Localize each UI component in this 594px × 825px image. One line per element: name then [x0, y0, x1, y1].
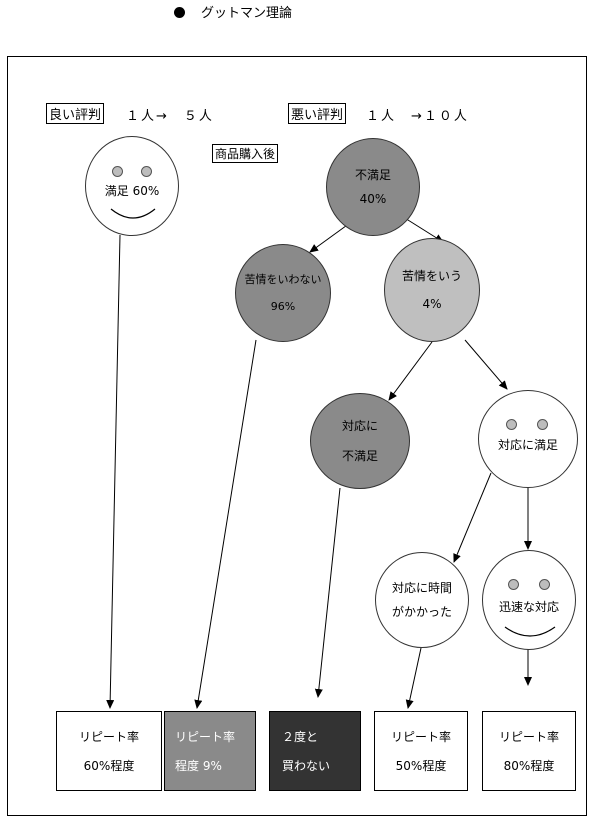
eye-icon [141, 166, 152, 177]
quick-response-title: 迅速な対応 [498, 600, 559, 614]
eye-icon [539, 579, 550, 590]
eye-icon [537, 419, 548, 430]
response-dissatisfied-line2: 不満足 [341, 449, 378, 463]
result-line2: 50%程度 [395, 759, 447, 773]
smile-icon [504, 626, 556, 637]
after-purchase-label: 商品購入後 [212, 144, 279, 163]
satisfied-label: 満足 60% [105, 185, 160, 197]
result-box: ２度と 買わない [269, 711, 361, 791]
no-complaint-value: 96% [270, 300, 296, 313]
satisfied-value: 60% [132, 184, 160, 198]
node-no-complaint: 苦情をいわない 96% [235, 244, 331, 342]
arrow-dissatisfied-to-no-complaint [309, 222, 351, 253]
result-box: リピート率 50%程度 [374, 711, 468, 791]
eye-icon [508, 579, 519, 590]
slow-response-line1: 対応に時間 [391, 581, 452, 595]
result-box: リピート率 80%程度 [482, 711, 576, 791]
response-dissatisfied-line1: 対応に [341, 419, 378, 433]
complaint-value: 4% [422, 297, 442, 311]
result-line2: 60%程度 [83, 759, 135, 773]
arrow-satisfied-to-result [106, 234, 121, 709]
result-line1: リピート率 [390, 730, 451, 744]
result-line2: 80%程度 [503, 759, 555, 773]
slow-response-line2: がかかった [391, 605, 452, 619]
bad-reputation-label: 悪い評判 [288, 103, 347, 124]
node-complaint: 苦情をいう 4% [384, 238, 480, 342]
bullet-icon [174, 7, 185, 18]
result-line1: リピート率 [175, 730, 236, 744]
node-satisfied: 満足 60% [85, 136, 179, 236]
no-complaint-title: 苦情をいわない [244, 273, 322, 286]
node-response-satisfied: 対応に満足 [478, 390, 578, 488]
arrow-complaint-to-response-satisfied [464, 339, 508, 390]
eye-icon [112, 166, 123, 177]
heading-text: グットマン理論 [201, 6, 293, 21]
arrow-no-complaint-to-result [194, 339, 257, 709]
arrow-response-dissatisfied-to-result [314, 487, 341, 698]
page-heading: グットマン理論 [174, 2, 292, 21]
complaint-title: 苦情をいう [401, 269, 462, 283]
arrow-complaint-to-response-dissatisfied [388, 341, 433, 401]
node-response-dissatisfied: 対応に 不満足 [310, 393, 410, 489]
diagram-frame [7, 56, 587, 816]
bad-reputation-text: １人 →１０人 [366, 109, 469, 124]
result-line2: 程度 9% [175, 759, 222, 773]
smile-icon [110, 208, 156, 219]
satisfied-title: 満足 [104, 184, 129, 198]
result-line1: リピート率 [78, 730, 139, 744]
arrow-slow-to-result [405, 647, 422, 709]
result-box: リピート率 程度 9% [164, 711, 256, 791]
result-line1: ２度と [282, 730, 319, 744]
dissatisfied-value: 40% [359, 192, 387, 206]
result-box: リピート率 60%程度 [56, 711, 162, 791]
good-reputation-label: 良い評判 [46, 103, 105, 124]
response-satisfied-title: 対応に満足 [497, 438, 558, 452]
result-line1: リピート率 [498, 730, 559, 744]
arrow-response-satisfied-to-slow [453, 472, 492, 563]
node-quick-response: 迅速な対応 [482, 550, 576, 650]
good-reputation-text: １人→ ５人 [126, 109, 214, 124]
node-dissatisfied: 不満足 40% [326, 138, 420, 236]
result-line2: 買わない [282, 759, 331, 773]
node-slow-response: 対応に時間 がかかった [375, 552, 469, 648]
dissatisfied-title: 不満足 [354, 168, 391, 182]
eye-icon [506, 419, 517, 430]
